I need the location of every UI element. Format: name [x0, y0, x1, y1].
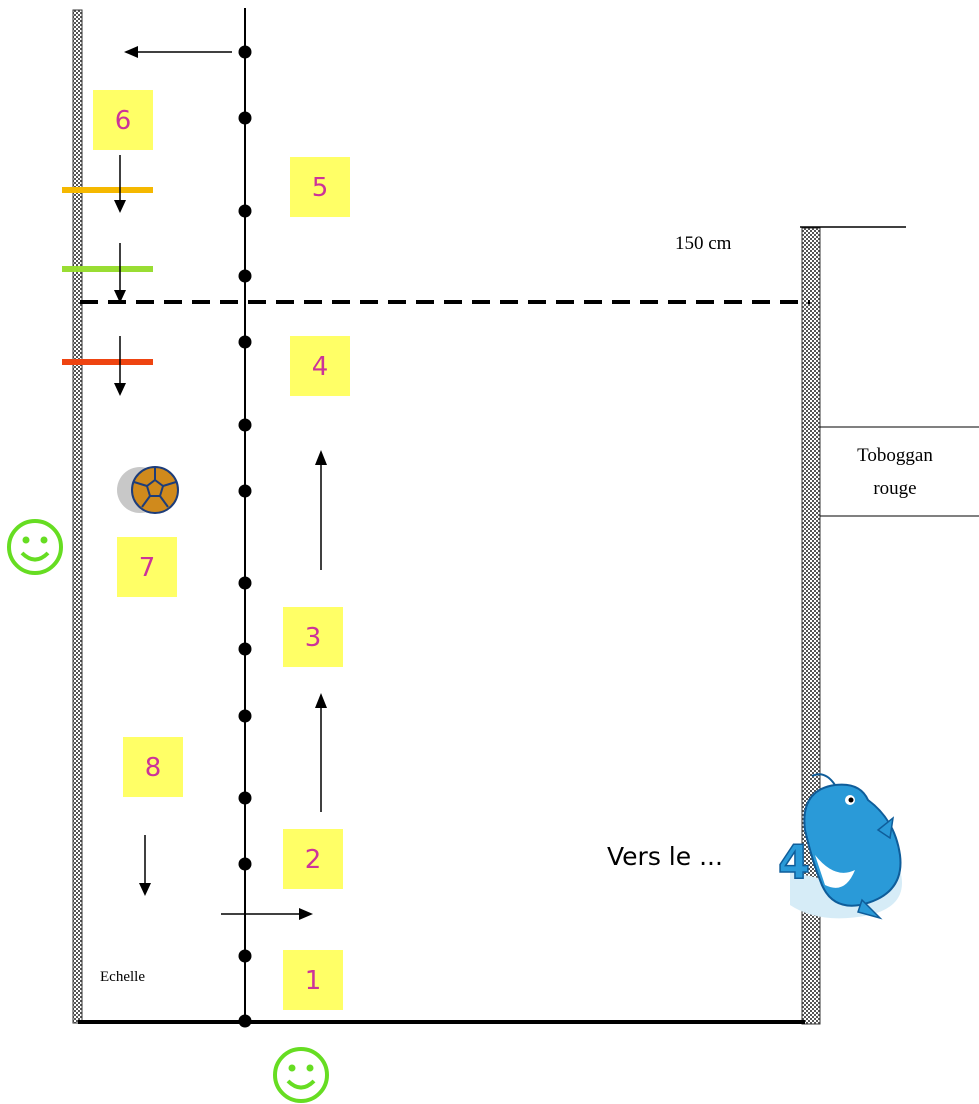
floats [238, 45, 252, 1028]
arrow-head [114, 290, 126, 303]
station-4: 4 [290, 336, 350, 396]
ball-icon [117, 466, 179, 514]
station-3: 3 [283, 607, 343, 667]
arrow-head [299, 908, 313, 920]
station-8: 8 [123, 737, 183, 797]
float [238, 484, 252, 498]
arrow-head [114, 200, 126, 213]
float [238, 335, 252, 349]
ladder-label: Echelle [100, 969, 145, 985]
toboggan-label-line2: rouge [873, 478, 916, 499]
arrow-head [139, 883, 151, 896]
float [238, 45, 252, 59]
station-7: 7 [117, 537, 177, 597]
station-label: 8 [145, 753, 162, 783]
smiley-face-icon [273, 1047, 329, 1103]
arrows [114, 46, 327, 920]
station-label: 7 [139, 553, 156, 583]
next-station-number: 4 [778, 835, 810, 889]
depth-label: 150 cm [675, 233, 732, 254]
station-label: 2 [305, 845, 322, 875]
float [238, 1014, 252, 1028]
float [238, 642, 252, 656]
station-label: 6 [115, 106, 132, 136]
float [238, 576, 252, 590]
float [238, 111, 252, 125]
station-label: 5 [312, 173, 329, 203]
smiley-face-icon [7, 519, 63, 575]
arrow-head [124, 46, 138, 58]
arrow-head [315, 450, 327, 465]
station-1: 1 [283, 950, 343, 1010]
station-label: 1 [305, 966, 322, 996]
float [238, 949, 252, 963]
dolphin-icon: 4 [777, 773, 902, 920]
float [238, 269, 252, 283]
arrow-head [315, 693, 327, 708]
float [238, 204, 252, 218]
station-6: 6 [93, 90, 153, 150]
left-pool-wall [72, 9, 83, 1024]
arrow-head [114, 383, 126, 396]
station-label: 3 [305, 623, 322, 653]
next-label: Vers le ... [607, 842, 723, 871]
station-5: 5 [290, 157, 350, 217]
float [238, 791, 252, 805]
float [238, 857, 252, 871]
station-2: 2 [283, 829, 343, 889]
station-label: 4 [312, 352, 329, 382]
float [238, 418, 252, 432]
float [238, 709, 252, 723]
toboggan-label-line1: Toboggan [857, 445, 933, 466]
